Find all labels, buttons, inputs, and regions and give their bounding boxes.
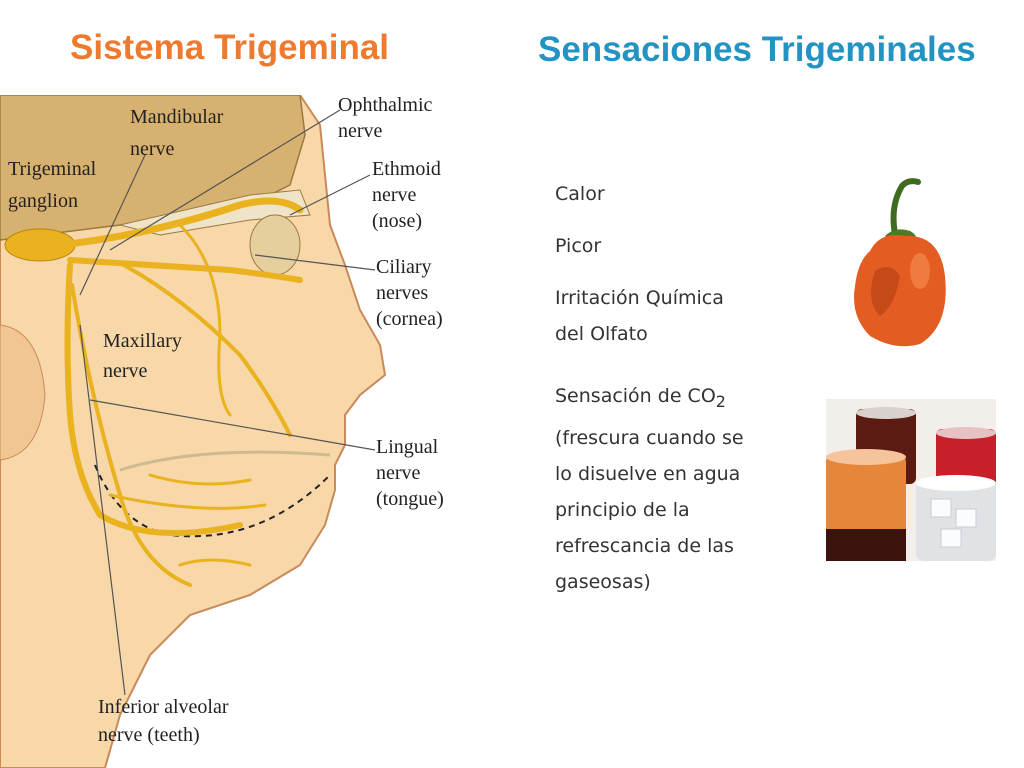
sensation-chemical-irritation: Irritación Química del Olfato	[555, 280, 805, 352]
co2-prefix: Sensación de CO	[555, 385, 716, 407]
label-inferior-alveolar: Inferior alveolar nerve (teeth)	[98, 696, 233, 746]
label-ophthalmic: Ophthalmic nerve	[338, 95, 437, 142]
teeth-line	[119, 450, 331, 472]
nerve-branches	[56, 197, 304, 587]
slide-title-right: Sensaciones Trigeminales	[538, 30, 976, 69]
sensations-list: Calor Picor Irritación Química del Olfat…	[555, 176, 805, 600]
ear	[0, 324, 46, 461]
sensation-line: Sensación de CO2	[555, 378, 805, 420]
sensation-line: gaseosas)	[555, 570, 651, 593]
sensation-spicy: Picor	[555, 235, 602, 257]
sensation-line: Irritación Química	[555, 287, 724, 309]
label-maxillary: Maxillary nerve	[103, 330, 187, 382]
leader-lines	[79, 109, 376, 696]
sensation-line: (frescura cuando se	[555, 426, 744, 449]
label-ciliary: Ciliary nerves (cornea)	[376, 256, 443, 330]
sensation-co2: Sensación de CO2 (frescura cuando se lo …	[555, 378, 805, 600]
chili-pepper-image	[854, 178, 946, 347]
sensation-line: refrescancia de las	[555, 534, 734, 557]
sensation-line: principio de la	[555, 498, 690, 521]
sinus	[249, 214, 301, 276]
soda-glasses-image	[826, 399, 996, 561]
sensation-line: del Olfato	[555, 323, 648, 345]
slide-title-left: Sistema Trigeminal	[70, 28, 390, 67]
label-mandibular: Mandibular nerve	[130, 106, 228, 160]
label-ethmoid: Ethmoid nerve (nose)	[372, 158, 446, 232]
label-lingual: Lingual nerve (tongue)	[376, 436, 444, 510]
trigeminal-anatomy-diagram: Mandibular nerve Ophthalmic nerve Trigem…	[0, 95, 446, 768]
sensation-line: lo disuelve en agua	[555, 462, 741, 485]
label-ganglion: Trigeminal ganglion	[8, 158, 101, 212]
co2-subscript: 2	[715, 391, 726, 411]
sensation-heat: Calor	[555, 183, 605, 205]
